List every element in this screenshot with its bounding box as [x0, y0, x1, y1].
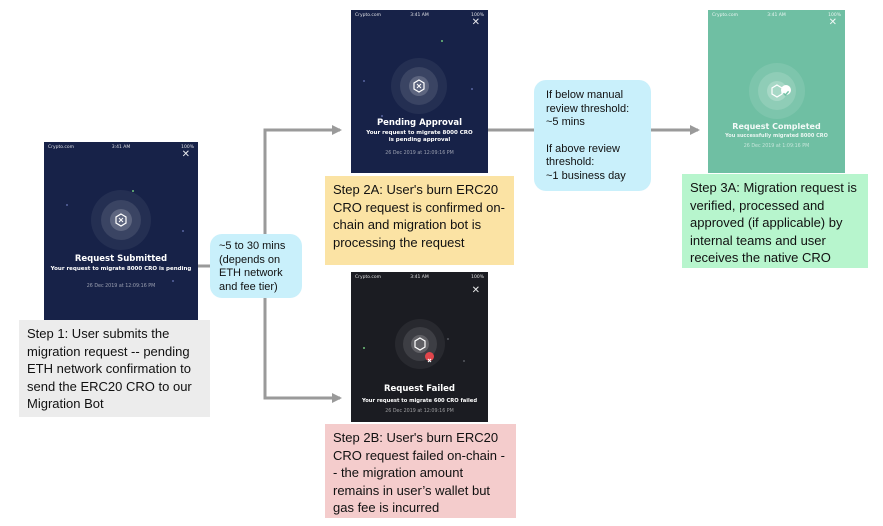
error-badge-icon — [425, 352, 434, 363]
arrow-to-pending — [263, 125, 342, 266]
star-dot — [463, 360, 465, 362]
screen-message: Your request to migrate 8000 CRO is pend… — [366, 130, 473, 143]
star-dot — [447, 338, 449, 340]
carrier-label: Crypto.com — [355, 275, 381, 280]
screen-timestamp: 26 Dec 2019 at 12:09:16 PM — [385, 151, 454, 156]
status-time: 3:41 AM — [410, 275, 429, 280]
star-dot — [363, 80, 365, 82]
step2a-note: Step 2A: User's burn ERC20 CRO request i… — [325, 176, 514, 265]
screen-request-submitted: Crypto.com 3:41 AM 100% ✕ Request Submit… — [44, 142, 198, 320]
eth-wait-bubble: ~5 to 30 mins (depends on ETH network an… — [210, 234, 302, 298]
screen-timestamp: 26 Dec 2019 at 1:09:16 PM — [743, 144, 810, 149]
battery-label: 100% — [471, 275, 484, 280]
crypto-coin-icon — [411, 335, 429, 353]
star-dot — [172, 280, 174, 282]
review-above-label: If above review threshold: — [546, 142, 620, 169]
screen-message: Your request to migrate 600 CRO failed — [361, 398, 478, 404]
screen-pending-approval: Crypto.com 3:41 AM 100% ✕ Pending Approv… — [351, 10, 488, 173]
review-above-value: ~1 business day — [546, 169, 626, 182]
status-bar: Crypto.com 3:41 AM 100% — [351, 275, 488, 283]
star-dot — [363, 347, 365, 349]
star-dot — [381, 115, 383, 117]
close-icon[interactable]: ✕ — [471, 17, 480, 28]
step3a-note: Step 3A: Migration request is verified, … — [682, 174, 868, 268]
status-time: 3:41 AM — [111, 145, 131, 150]
screen-message: You successfully migrated 8000 CRO — [725, 133, 828, 139]
screen-timestamp: 26 Dec 2019 at 12:09:16 PM — [385, 409, 454, 414]
crypto-coin-icon — [409, 76, 429, 96]
step1-note: Step 1: User submits the migration reque… — [19, 320, 210, 417]
check-badge-icon — [781, 85, 791, 97]
screen-timestamp: 26 Dec 2019 at 12:09:16 PM — [86, 284, 156, 289]
crypto-coin-icon — [110, 209, 132, 231]
review-below-label: If below manual review threshold: — [546, 89, 630, 115]
screen-title: Request Completed — [732, 122, 821, 131]
star-dot — [66, 204, 68, 206]
review-time-bubble: If below manual review threshold: ~5 min… — [534, 80, 651, 191]
close-icon[interactable]: ✕ — [181, 149, 190, 160]
step2b-note: Step 2B: User's burn ERC20 CRO request f… — [325, 424, 516, 518]
battery-label: 100% — [471, 13, 484, 18]
screen-message: Your request to migrate 8000 CRO is pend… — [50, 266, 192, 272]
status-bar: Crypto.com 3:41 AM 100% — [351, 13, 488, 21]
star-dot — [471, 88, 473, 90]
carrier-label: Crypto.com — [355, 13, 381, 18]
carrier-label: Crypto.com — [712, 13, 738, 18]
status-bar: Crypto.com 3:41 AM 100% — [708, 13, 845, 21]
close-icon[interactable]: ✕ — [828, 17, 837, 28]
review-below-value: ~5 mins — [546, 116, 585, 128]
arrow-to-failed — [263, 266, 342, 403]
screen-request-failed: Crypto.com 3:41 AM 100% ✕ Request Failed… — [351, 272, 488, 422]
close-icon[interactable]: ✕ — [471, 285, 480, 296]
status-time: 3:41 AM — [767, 13, 786, 18]
screen-request-completed: Crypto.com 3:41 AM 100% ✕ Request Comple… — [708, 10, 845, 173]
star-dot — [132, 190, 134, 192]
star-dot — [441, 40, 443, 42]
screen-title: Request Submitted — [74, 254, 168, 264]
star-dot — [182, 230, 184, 232]
battery-label: 100% — [828, 13, 841, 18]
screen-title: Request Failed — [383, 384, 455, 394]
battery-label: 100% — [181, 145, 194, 150]
status-bar: Crypto.com 3:41 AM 100% — [44, 145, 198, 153]
carrier-label: Crypto.com — [48, 145, 74, 150]
status-time: 3:41 AM — [410, 13, 429, 18]
screen-title: Pending Approval — [376, 118, 463, 128]
